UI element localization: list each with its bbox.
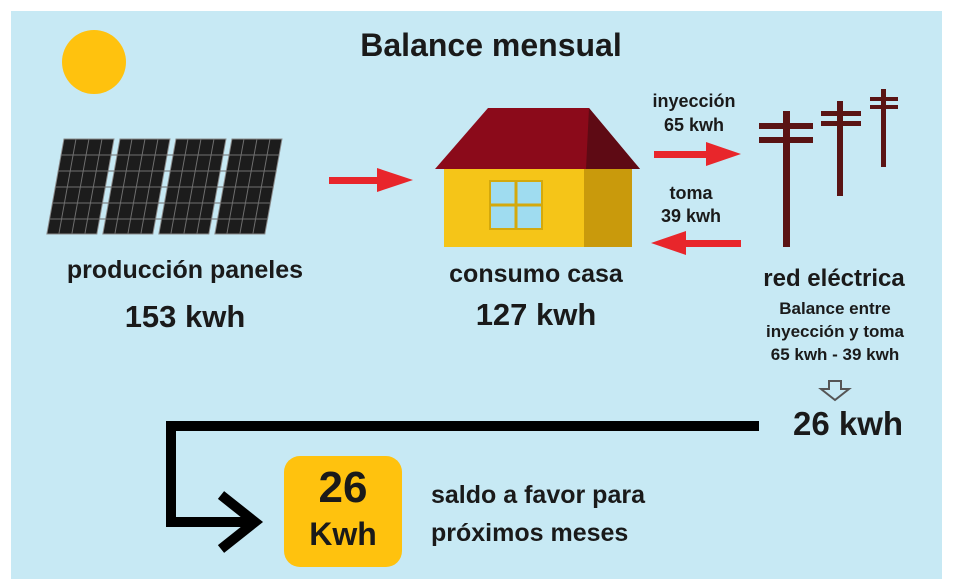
solar-panel-icon [46, 138, 283, 235]
balance-route-arrow [166, 421, 759, 553]
credit-text-line2: próximos meses [431, 519, 629, 547]
grid-result: 26 kwh [792, 405, 904, 442]
take-value: 39 kwh [660, 206, 722, 226]
injection-label: inyección [652, 91, 736, 111]
diagram-canvas: Balance mensual producción paneles 153 k… [11, 11, 942, 579]
sun-icon [62, 30, 126, 94]
grid-balance-line2: inyección y toma [766, 322, 904, 341]
house-label: consumo casa [449, 260, 623, 288]
credit-text-line1: saldo a favor para [431, 481, 645, 509]
take-label: toma [669, 183, 713, 203]
down-arrow-icon [818, 380, 852, 402]
page-title: Balance mensual [360, 27, 622, 63]
arrow-take [651, 231, 741, 255]
panels-label: producción paneles [66, 256, 304, 284]
arrow-injection [654, 142, 741, 166]
grid-balance-line3: 65 kwh - 39 kwh [770, 345, 900, 364]
house-icon [435, 108, 640, 247]
grid-label: red eléctrica [763, 265, 905, 292]
credit-number: 26 [318, 463, 368, 512]
panels-value: 153 kwh [124, 299, 246, 334]
house-value: 127 kwh [475, 297, 597, 332]
injection-value: 65 kwh [663, 115, 725, 135]
credit-unit: Kwh [309, 516, 377, 552]
credit-box [284, 456, 402, 567]
grid-balance-line1: Balance entre [779, 299, 891, 318]
power-pole-icon [759, 89, 898, 247]
arrow-panels-to-house [329, 168, 413, 192]
diagram-graphics [46, 30, 898, 567]
